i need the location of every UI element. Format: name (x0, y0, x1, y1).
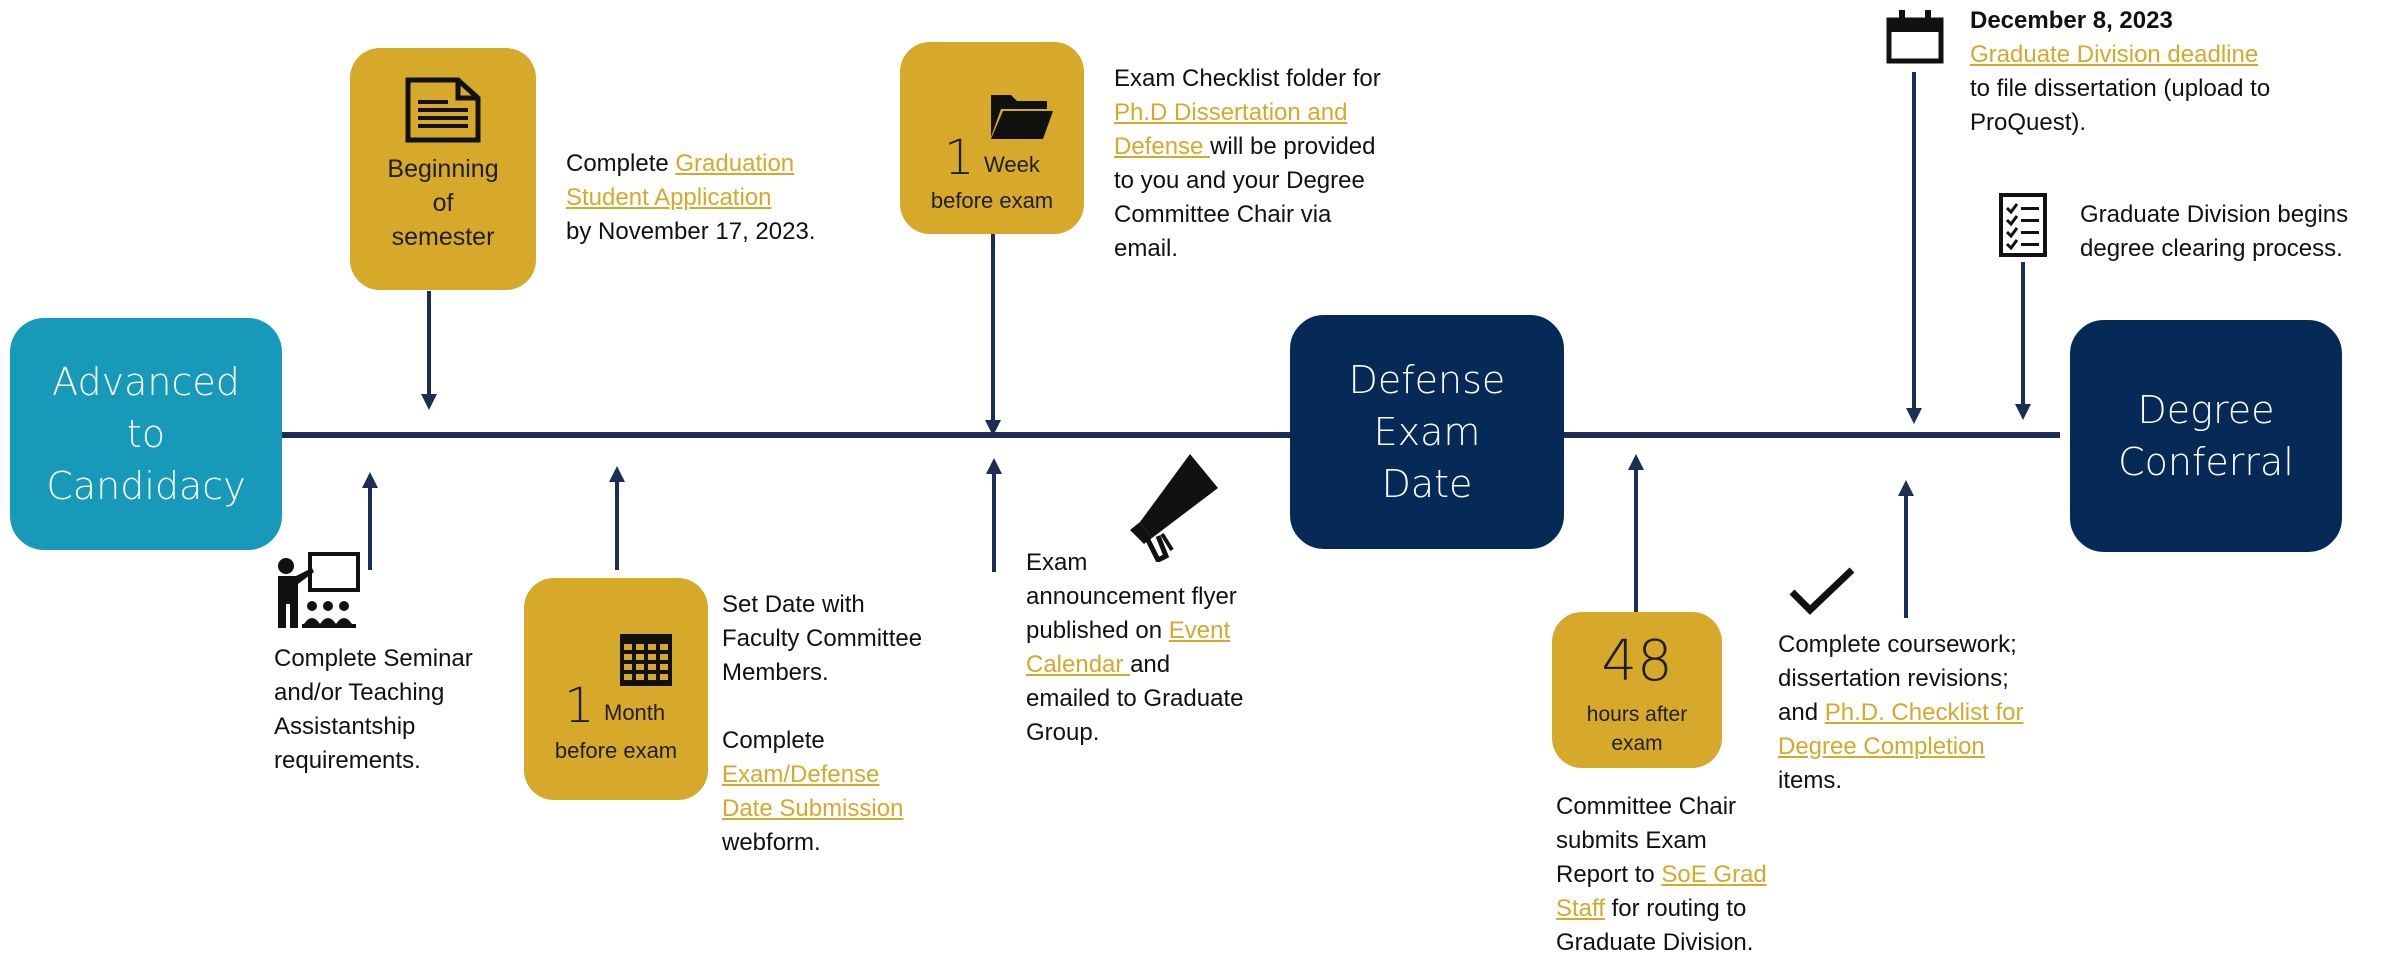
link-event-calendar-2[interactable]: Calendar (1026, 651, 1131, 678)
hours-sub2: exam (1611, 732, 1663, 755)
arrowhead (1898, 480, 1914, 496)
arrow-deadline (1912, 72, 1916, 412)
note-clearing: Graduate Division begins degree clearing… (2080, 201, 2349, 262)
link-exam-defense-date[interactable]: Exam/Defense (722, 761, 880, 788)
timeline-axis (270, 432, 2060, 438)
note-graduation-application: Complete Graduation Student Application … (566, 150, 816, 245)
month-unit: Month (604, 700, 666, 725)
arrowhead (609, 466, 625, 482)
link-graduation-student-application[interactable]: Graduation (675, 150, 795, 177)
link-phd-dissertation-defense[interactable]: Ph.D Dissertation and (1114, 99, 1348, 126)
arrowhead (985, 420, 1001, 436)
month-sub: before exam (554, 738, 678, 763)
arrow-beginning (427, 291, 431, 396)
link-phd-checklist-2[interactable]: Degree Completion (1778, 733, 1985, 760)
box-beginning-of-semester: Beginning of semester (350, 48, 536, 290)
arrow-hours (1634, 468, 1638, 612)
link-event-calendar[interactable]: Event (1168, 617, 1231, 644)
arrowhead (1628, 454, 1644, 470)
box-one-week-before-exam: 1 Week before exam (900, 42, 1084, 234)
link-exam-defense-date-2[interactable]: Date Submission (722, 795, 904, 822)
week-unit: Week (984, 152, 1040, 177)
arrowhead (421, 394, 437, 410)
arrow-week (991, 234, 995, 424)
arrow-seminar (368, 486, 372, 570)
link-phd-dissertation-defense-2[interactable]: Defense (1114, 133, 1211, 160)
box-one-month-before-exam: 1 Month before exam (524, 578, 708, 800)
checkmark-icon (1789, 567, 1855, 615)
checklist-icon (1999, 193, 2047, 257)
link-soe-grad-staff-2[interactable]: Staff (1556, 895, 1605, 922)
arrow-month (615, 480, 619, 570)
note-checklist-folder: Exam Checklist folder for Ph.D Dissertat… (1114, 65, 1381, 262)
week-number: 1 (944, 130, 975, 186)
link-phd-checklist[interactable]: Ph.D. Checklist for (1824, 699, 2024, 726)
teacher-icon (278, 552, 360, 628)
link-graduation-student-application-2[interactable]: Student Application (566, 184, 772, 211)
arrowhead (986, 458, 1002, 474)
milestone-advanced-to-candidacy: Advanced to Candidacy (10, 318, 282, 550)
note-flyer: Exam announcement flyer published on Eve… (1026, 549, 1244, 746)
calendar-icon (1886, 10, 1944, 64)
megaphone-icon (1130, 454, 1218, 562)
milestone-defense-exam-date: Defense Exam Date (1290, 315, 1564, 549)
document-icon (405, 77, 481, 143)
box-48-hours-after-exam: 48 hours after exam (1552, 612, 1722, 768)
hours-number: 48 (1601, 629, 1673, 694)
week-sub: before exam (930, 188, 1054, 213)
deadline-date: December 8, 2023 (1970, 7, 2173, 34)
note-coursework: Complete coursework; dissertation revisi… (1778, 631, 2024, 794)
milestone-degree-conferral: Degree Conferral (2070, 320, 2342, 552)
arrowhead (362, 472, 378, 488)
note-deadline: December 8, 2023 Graduate Division deadl… (1970, 4, 2370, 140)
note-set-date: Set Date with Faculty Committee Members.… (722, 591, 923, 856)
folder-icon (991, 95, 1053, 139)
link-soe-grad-staff[interactable]: SoE Grad (1661, 861, 1767, 888)
link-graduate-division-deadline[interactable]: Graduate Division deadline (1970, 41, 2259, 68)
note-seminar: Complete Seminar and/or Teaching Assista… (274, 645, 473, 774)
month-number: 1 (564, 678, 595, 734)
hours-sub1: hours after (1586, 703, 1688, 726)
arrowhead (1906, 408, 1922, 424)
arrow-flyer (992, 472, 996, 572)
arrow-coursework (1904, 494, 1908, 618)
arrow-clearing (2021, 262, 2025, 408)
calendar-grid-icon (620, 634, 672, 686)
note-committee-chair: Committee Chair submits Exam Report to S… (1556, 793, 1767, 956)
arrowhead (2015, 404, 2031, 420)
